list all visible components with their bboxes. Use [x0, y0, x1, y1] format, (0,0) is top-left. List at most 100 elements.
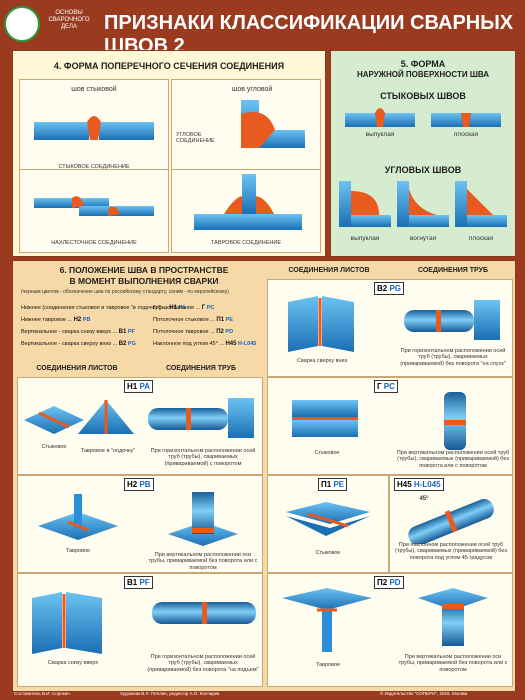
position-ru-code: П1	[216, 317, 225, 323]
v2-sheet-plates	[288, 296, 354, 352]
position-eu-code: PA	[178, 305, 186, 311]
badge-h45: Н45 H-L045	[394, 478, 444, 491]
v2-sheet-label: Сварка сверху вниз	[296, 358, 348, 364]
concave-fillet-seam	[397, 181, 449, 227]
h45-pipe	[408, 498, 494, 544]
badge-h2: Н2 PB	[124, 478, 154, 491]
tee-joint-illustration	[194, 174, 302, 230]
h2-tee-label: Тавровое	[65, 548, 91, 554]
fillet-seam-label: шов угловой	[231, 86, 273, 93]
cell-h45: Н45 H-L045 45° При наклонном расположени…	[389, 475, 513, 573]
lap-joint-label: НАХЛЕСТОЧНОЕ СОЕДИНЕНИЕ	[51, 240, 137, 246]
position-eu-code: H-L045	[237, 341, 257, 347]
section-6-note: (черным цветом - обозначение шва по росс…	[21, 289, 229, 295]
badge-v2: В2 PG	[374, 282, 405, 295]
position-row: Горизонтальное ... Г PC	[153, 305, 215, 311]
position-text: Наклонное под углом 45°	[153, 341, 218, 347]
position-ru-code: Г	[201, 305, 206, 311]
butt-joint-label: СТЫКОВОЕ СОЕДИНЕНИЕ	[58, 164, 130, 170]
convex-butt-seam	[345, 108, 415, 127]
p2-sheet-label: Тавровое	[315, 662, 341, 668]
position-eu-code: PE	[225, 317, 233, 323]
badge-g: Г PC	[374, 380, 398, 393]
p1-sheet-label: Стыковое	[315, 550, 341, 556]
position-row: Наклонное под углом 45° ... Н45 H-L045	[153, 341, 257, 347]
p2-pipe	[418, 588, 488, 646]
badge-p2: П2 PD	[374, 576, 404, 589]
badge-h1: Н1 PA	[124, 380, 153, 393]
section-5-title-line2: НАРУЖНОЙ ПОВЕРХНОСТИ ШВА	[356, 70, 490, 79]
position-eu-code: PD	[225, 329, 234, 335]
v1-pipe	[152, 602, 256, 624]
butt-seams-title: СТЫКОВЫХ ШВОВ	[380, 91, 466, 101]
lap-joint-illustration	[34, 196, 154, 216]
tee-joint-label: ТАВРОВОЕ СОЕДИНЕНИЕ	[210, 240, 281, 246]
position-eu-code: PG	[127, 341, 136, 347]
v1-sheet-label: Сварка снизу вверх	[47, 660, 99, 666]
p1-sheet-plates	[286, 502, 370, 536]
corner-joint-illustration	[241, 100, 305, 148]
g-sheet-plates	[292, 400, 358, 437]
position-row: Потолочное стыковое ... П1 PE	[153, 317, 233, 323]
position-row: Нижнее тавровое ... Н2 PB	[21, 317, 91, 323]
section-6-panel: 6. ПОЛОЖЕНИЕ ШВА В ПРОСТРАНСТВЕ В МОМЕНТ…	[12, 260, 516, 692]
position-text: Горизонтальное	[153, 305, 195, 311]
g-sheet-label: Стыковое	[314, 450, 340, 456]
logo	[4, 6, 40, 42]
flat-butt-seam	[431, 113, 501, 127]
v1-sheet-plates	[32, 592, 102, 654]
h45-angle-label: 45°	[419, 496, 429, 502]
lap-joint-cell: НАХЛЕСТОЧНОЕ СОЕДИНЕНИЕ	[19, 169, 169, 253]
position-ru-code: В1	[118, 329, 127, 335]
position-ru-code: П2	[216, 329, 224, 335]
h1-pipe	[148, 398, 254, 438]
position-text: Потолочное тавровое	[153, 329, 209, 335]
section-5-panel: 5. ФОРМА НАРУЖНОЙ ПОВЕРХНОСТИ ШВА СТЫКОВ…	[330, 50, 516, 257]
col-sheets-right: СОЕДИНЕНИЯ ЛИСТОВ	[288, 267, 370, 274]
cell-h2: Н2 PB Тавровое При вертикальном располож…	[17, 475, 263, 573]
g-pipe-label: При вертикальном расположении осей труб …	[396, 450, 510, 469]
position-text: Нижнее (соединения стыковое и тавровое "…	[21, 305, 162, 311]
position-text: Потолочное стыковое	[153, 317, 209, 323]
col-pipes-right: СОЕДИНЕНИЯ ТРУБ	[417, 267, 489, 274]
position-eu-code: PF	[127, 329, 135, 335]
section-4-panel: 4. ФОРМА ПОПЕРЕЧНОГО СЕЧЕНИЯ СОЕДИНЕНИЯ …	[12, 50, 326, 257]
flat-butt-label: плоская	[453, 131, 479, 138]
position-ru-code: Н2	[73, 317, 82, 323]
concave-fillet-label: вогнутая	[409, 235, 437, 242]
butt-seam-label: шов стыковой	[71, 86, 117, 93]
cell-v2: В2 PG Сварка сверху вниз При горизонталь…	[267, 279, 513, 377]
h2-pipe-label: При вертикальном расположении оси трубы,…	[148, 552, 258, 571]
cell-h1: Н1 PA Стыковое Тавровое в "лодочку" При …	[17, 377, 263, 475]
convex-fillet-label: выпуклая	[350, 235, 380, 242]
convex-butt-label: выпуклая	[365, 131, 395, 138]
v2-pipe-label: При горизонтальном расположении осей тру…	[400, 348, 506, 367]
butt-joint-illustration	[34, 116, 154, 140]
position-text: Нижнее тавровое	[21, 317, 66, 323]
section-5-title-line1: 5. ФОРМА	[400, 59, 446, 69]
fillet-seams-title: УГЛОВЫХ ШВОВ	[384, 165, 462, 175]
corner-joint-label: УГЛОВОЕ СОЕДИНЕНИЕ	[176, 132, 215, 145]
h45-pipe-label: При наклонном расположении осей труб (тр…	[395, 542, 507, 561]
cell-p1: П1 PE Стыковое	[267, 475, 389, 573]
v1-pipe-label: При горизонтальном расположении осей тру…	[147, 654, 259, 673]
position-text: Вертикальное - сварка сверху вниз	[21, 341, 112, 347]
p2-sheet-plates	[282, 588, 372, 652]
position-eu-code: PB	[82, 317, 91, 323]
g-pipe	[444, 392, 466, 450]
position-ru-code: Н1	[169, 305, 177, 311]
cell-v1: В1 PF Сварка снизу вверх При горизонталь…	[17, 573, 263, 687]
h1-butt-label: Стыковое	[41, 444, 67, 450]
p2-pipe-label: При вертикальном расположении оси трубы,…	[398, 654, 508, 673]
v2-pipe	[404, 300, 500, 340]
badge-p1: П1 PE	[318, 478, 348, 491]
h1-pipe-label: При горизонтальном расположении осей тру…	[150, 448, 256, 467]
logo-caption: ОСНОВЫ СВАРОЧНОГО ДЕЛА	[48, 10, 90, 31]
col-sheets-left: СОЕДИНЕНИЯ ЛИСТОВ	[36, 365, 118, 372]
flat-fillet-seam	[455, 181, 507, 227]
cell-g: Г PC Стыковое При вертикальном расположе…	[267, 377, 513, 475]
position-row: Нижнее (соединения стыковое и тавровое "…	[21, 305, 186, 311]
footer-artists: Художник В.Л. Пеплин, редактор А.О. Конч…	[120, 691, 220, 696]
footer-publisher: © Издательство "СОПЕРО", 2015. Москва	[380, 691, 468, 696]
col-pipes-left: СОЕДИНЕНИЯ ТРУБ	[165, 365, 237, 372]
